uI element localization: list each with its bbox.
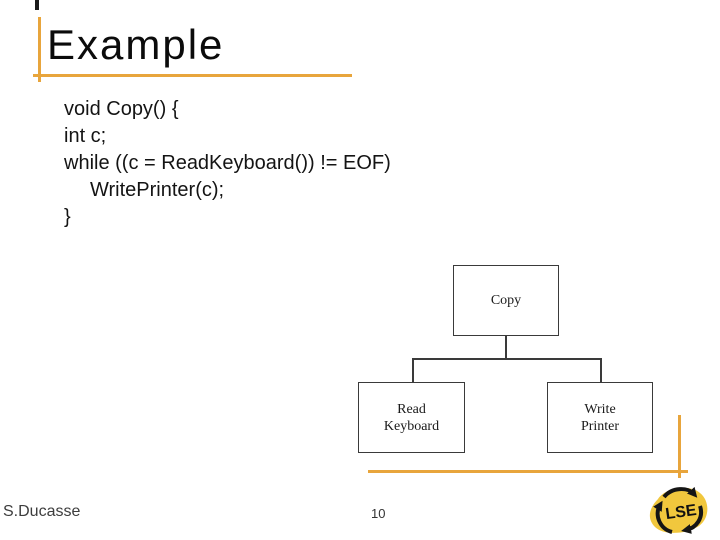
diagram-node-read-keyboard: Read Keyboard bbox=[358, 382, 465, 453]
lse-logo: LSE bbox=[649, 486, 708, 534]
title-underline bbox=[33, 74, 352, 77]
footer-author: S.Ducasse bbox=[3, 503, 81, 520]
diagram-node-write-printer: Write Printer bbox=[547, 382, 653, 453]
logo-arrow-left-icon bbox=[653, 500, 673, 534]
diagram-node-label: Copy bbox=[490, 293, 522, 308]
code-line: int c; bbox=[64, 125, 107, 147]
top-tick-decoration bbox=[35, 0, 39, 10]
code-block: void Copy() { int c; while ((c = ReadKey… bbox=[64, 96, 391, 231]
diagram-node-label: Write bbox=[584, 401, 616, 417]
logo-arrow-right-icon bbox=[681, 505, 703, 534]
diagram-connector-stem bbox=[505, 336, 507, 358]
diagram-connector-drop-left bbox=[412, 358, 414, 383]
page-title: Example bbox=[47, 21, 225, 68]
diagram-node-label: Read bbox=[397, 401, 426, 417]
bottom-accent-horizontal-line bbox=[368, 470, 688, 473]
title-accent-vertical-line bbox=[38, 17, 41, 82]
page-number: 10 bbox=[371, 506, 386, 521]
code-line: WritePrinter(c); bbox=[90, 179, 225, 201]
logo-arrow-top-icon bbox=[662, 486, 698, 499]
code-line: } bbox=[64, 206, 71, 228]
diagram-connector-horizontal bbox=[412, 358, 602, 360]
code-line: while ((c = ReadKeyboard()) != EOF) bbox=[64, 152, 391, 174]
diagram-node-copy: Copy bbox=[453, 265, 559, 336]
logo-text: LSE bbox=[664, 502, 698, 523]
diagram-connector-drop-right bbox=[600, 358, 602, 383]
bottom-accent-vertical-line bbox=[678, 415, 681, 478]
code-line: void Copy() { bbox=[64, 98, 179, 120]
diagram-node-label: Keyboard bbox=[383, 418, 440, 434]
diagram-node-label: Printer bbox=[580, 418, 620, 434]
logo-blob bbox=[649, 487, 708, 533]
